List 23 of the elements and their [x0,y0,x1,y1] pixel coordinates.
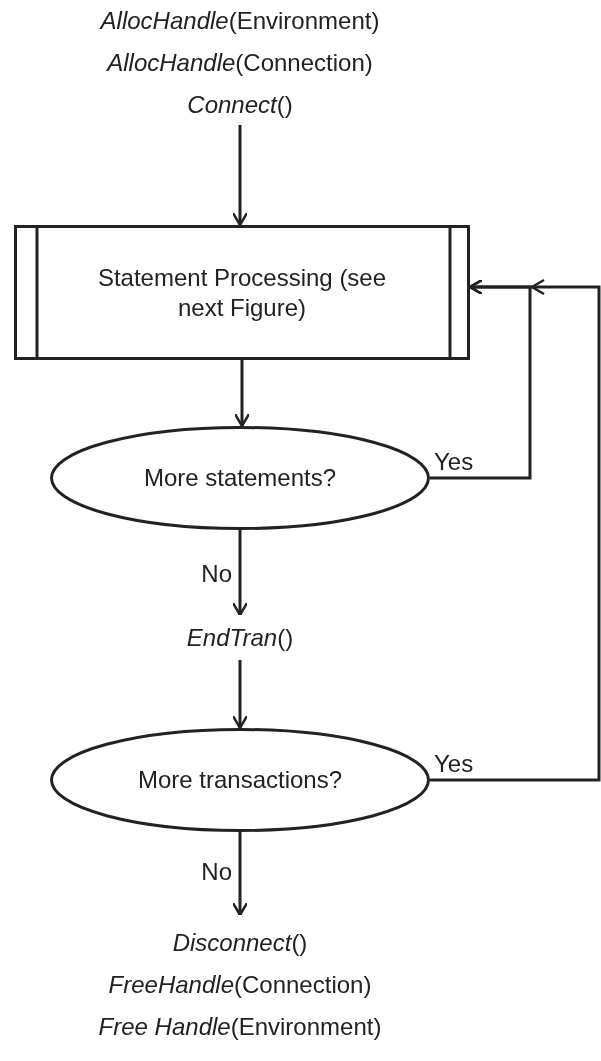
decision-text: More statements? [143,463,337,493]
arrow [231,832,249,917]
function-call-text: EndTran() [186,622,294,653]
edge-label: Yes [434,750,474,778]
arrow [231,125,249,227]
edge-label: No [201,560,232,588]
arrow [231,660,249,730]
function-call-text: Free Handle(Environment) [98,1012,382,1042]
function-call-text: AllocHandle(Environment) [100,5,380,36]
function-call-text: Disconnect() [172,928,308,958]
arrow [233,360,251,428]
edge-label: No [201,858,232,886]
function-call-text: FreeHandle(Connection) [108,970,372,1000]
decision-ellipse [50,728,430,832]
arrow [430,278,601,782]
decision-text: More transactions? [137,765,343,795]
function-call-text: Connect() [187,89,293,120]
edge-label: Yes [434,448,474,476]
arrow [231,530,249,617]
function-call-text: AllocHandle(Connection) [107,47,373,78]
decision-ellipse [50,426,430,530]
process-text: Statement Processing (see next Figure) [96,262,388,323]
predefined-process-box [14,225,470,360]
